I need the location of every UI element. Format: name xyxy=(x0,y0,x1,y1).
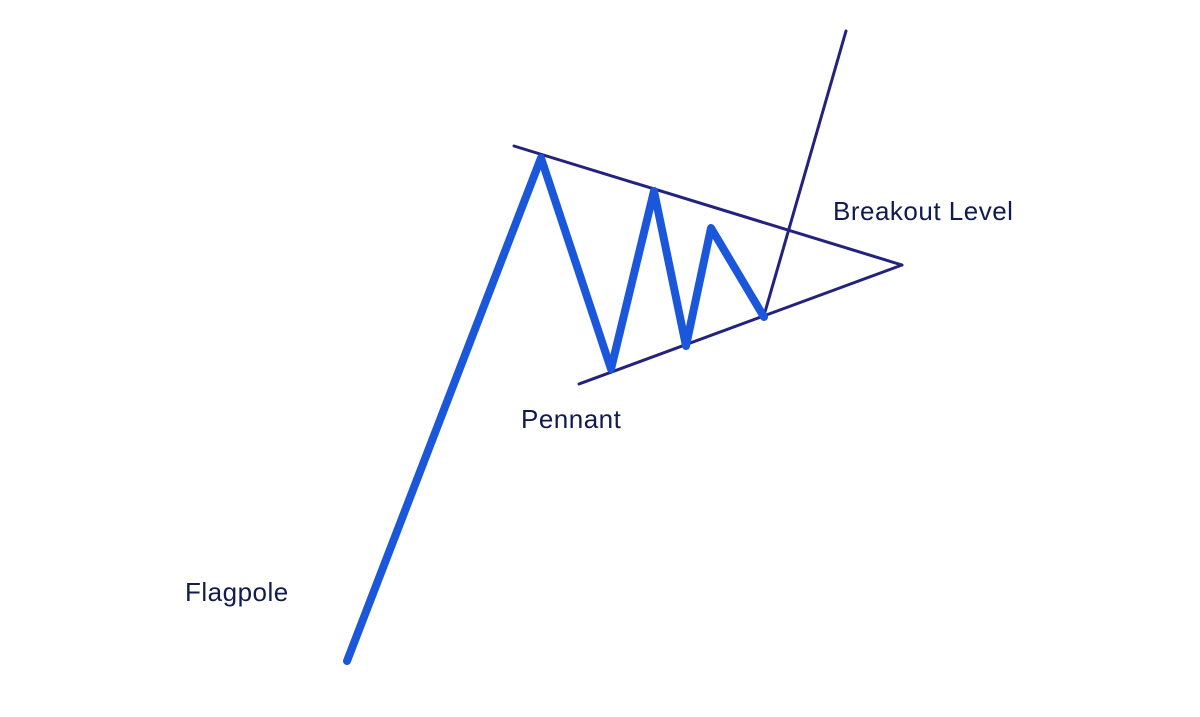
pennant-label: Pennant xyxy=(521,404,622,434)
breakout-level-label: Breakout Level xyxy=(833,196,1013,226)
flagpole-line xyxy=(343,154,545,665)
pennant-upper-trendline xyxy=(512,144,904,267)
breakout-line xyxy=(761,29,848,321)
pennant-lower-trendline xyxy=(577,263,904,386)
flagpole-label: Flagpole xyxy=(185,577,289,607)
pennant-zigzag-line xyxy=(537,154,768,373)
